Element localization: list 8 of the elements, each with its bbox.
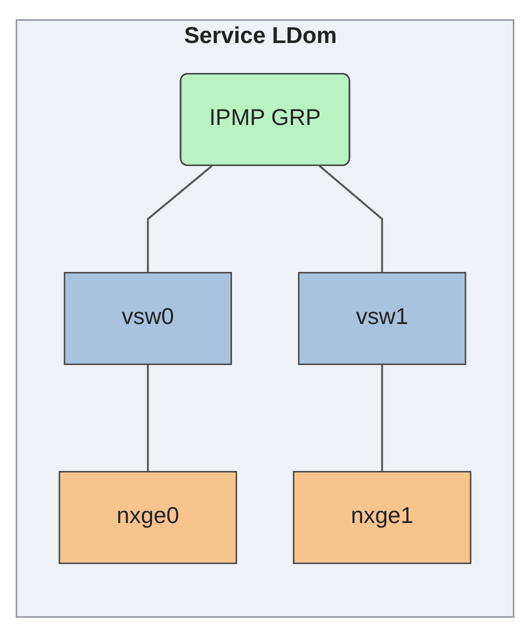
node-box: vsw1 [298, 272, 466, 366]
node-box: nxge0 [58, 470, 238, 564]
connector [319, 165, 384, 273]
connector [381, 364, 384, 472]
node-box: nxge1 [292, 470, 472, 564]
connector [146, 165, 212, 273]
node-box: vsw0 [64, 272, 232, 366]
connector [146, 364, 149, 472]
